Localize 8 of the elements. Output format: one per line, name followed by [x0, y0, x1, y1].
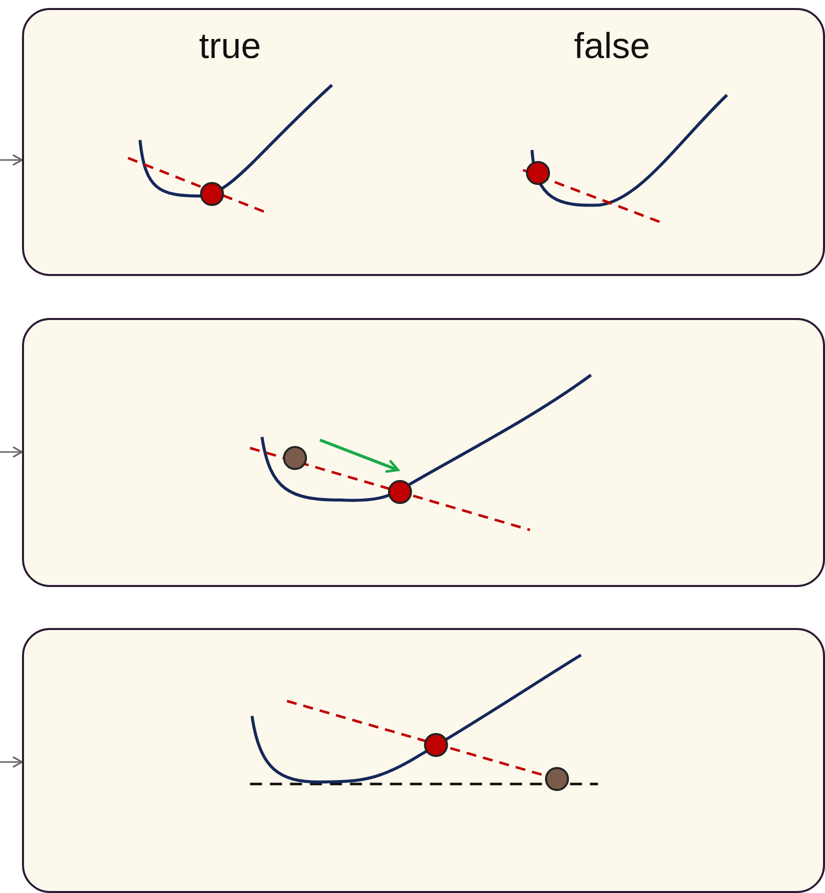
arrow	[0, 756, 23, 768]
column-heading: false	[574, 25, 650, 67]
column-heading: true	[198, 25, 262, 67]
arrow	[0, 446, 23, 458]
rounded-panel	[22, 8, 825, 276]
rounded-panel	[22, 628, 825, 893]
rounded-panel	[22, 318, 825, 587]
arrow	[0, 154, 23, 166]
